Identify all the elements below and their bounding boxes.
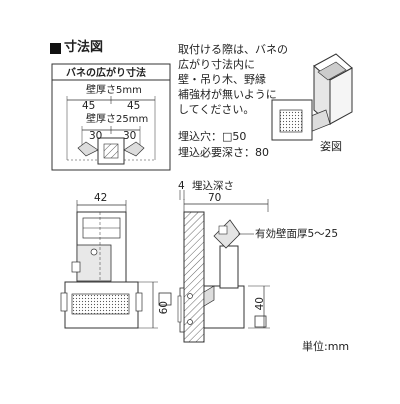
unit-label: 単位:mm — [302, 340, 350, 353]
section-title: 寸法図 — [64, 40, 104, 55]
thin-wall-left-value: 45 — [82, 100, 96, 112]
square-symbol-icon — [158, 292, 172, 306]
install-note-line-5: してください。 — [178, 103, 255, 116]
thin-wall-label: 壁厚さ5mm — [86, 85, 142, 96]
thick-wall-label: 壁厚さ25mm — [86, 114, 149, 125]
side-depth-value: 70 — [208, 192, 222, 204]
install-note-line-2: 広がり寸法内に — [178, 58, 255, 71]
front-view — [60, 200, 172, 329]
side-thickness-value: 4 — [178, 180, 185, 192]
install-note-line-3: 壁・吊り木、野縁 — [178, 73, 266, 86]
side-height-value: 40 — [254, 297, 266, 311]
side-view — [177, 190, 270, 343]
install-note-line-4: 補強材が無いように — [178, 88, 277, 101]
section-marker-icon — [50, 43, 61, 54]
hole-size-label: 埋込穴：□50 — [178, 130, 247, 143]
perspective-view — [271, 53, 353, 141]
install-note-line-1: 取付ける際は、バネの — [178, 43, 288, 56]
square-symbol-icon — [254, 315, 267, 328]
front-height-value: 60 — [158, 301, 170, 315]
spring-box-title: バネの広がり寸法 — [66, 68, 146, 79]
wall-thickness-label: 有効壁面厚5〜25 — [255, 228, 339, 240]
perspective-label: 姿図 — [320, 140, 342, 153]
thick-wall-left-value: 30 — [89, 130, 103, 142]
required-depth-label: 埋込必要深さ：80 — [178, 146, 269, 159]
embed-depth-label: 埋込深さ — [192, 180, 234, 192]
spring-spread-panel — [51, 63, 171, 171]
thin-wall-right-value: 45 — [127, 100, 141, 112]
thick-wall-right-value: 30 — [123, 130, 137, 142]
front-width-value: 42 — [94, 192, 108, 204]
